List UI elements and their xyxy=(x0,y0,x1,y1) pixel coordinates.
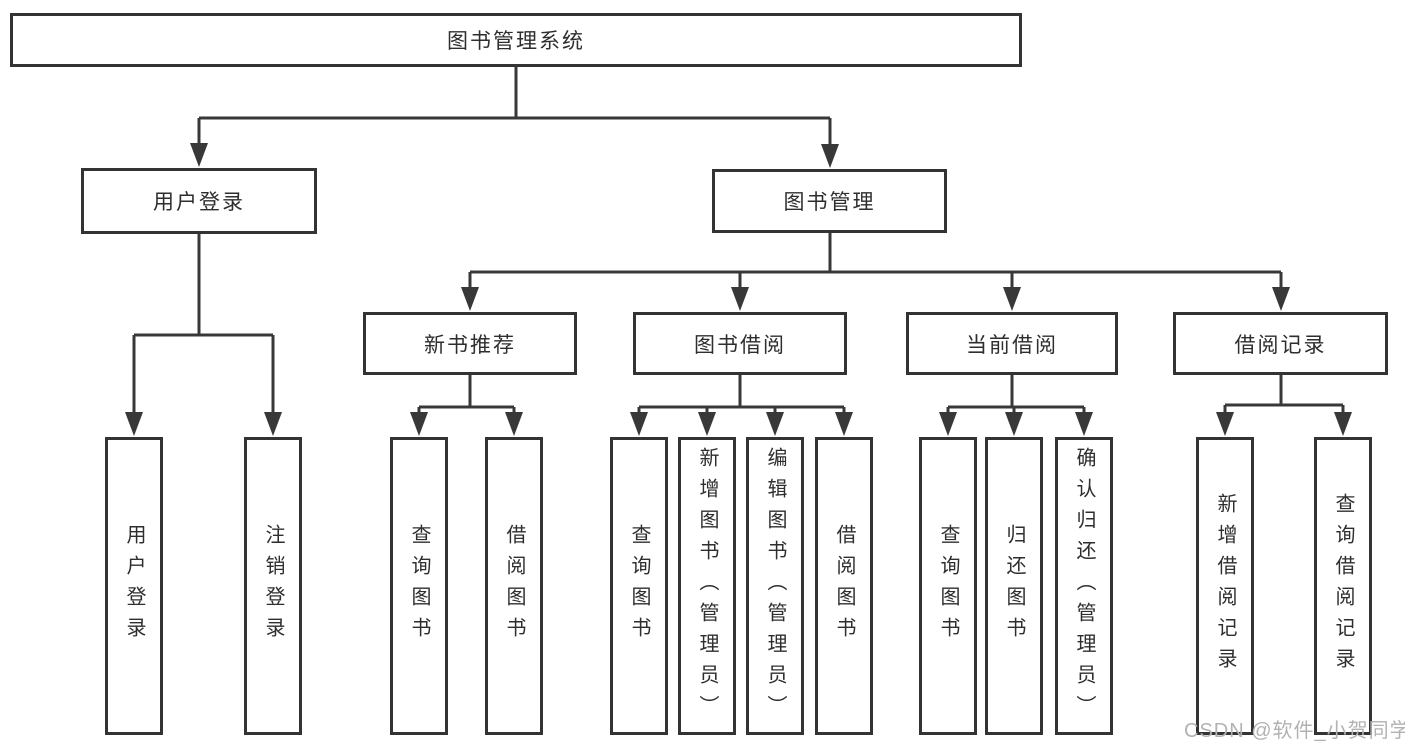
node-logout-leaf: 注销登录 xyxy=(244,437,302,735)
node-add-borrow-record: 新增借阅记录 xyxy=(1196,437,1254,735)
node-current-borrowing: 当前借阅 xyxy=(906,312,1118,375)
node-add-books-admin: 新增图书（管理员） xyxy=(678,437,736,735)
csdn-watermark: CSDN @软件_小贺同学 xyxy=(1184,720,1405,742)
node-edit-books-admin: 编辑图书（管理员） xyxy=(746,437,804,735)
node-recommend-borrow-books: 借阅图书 xyxy=(485,437,543,735)
node-confirm-return-admin: 确认归还（管理员） xyxy=(1055,437,1113,735)
node-return-books: 归还图书 xyxy=(985,437,1043,735)
node-borrowing-records: 借阅记录 xyxy=(1173,312,1388,375)
node-user-login-leaf: 用户登录 xyxy=(105,437,163,735)
node-new-book-recommendation: 新书推荐 xyxy=(363,312,577,375)
node-search-borrow-record: 查询借阅记录 xyxy=(1314,437,1372,735)
node-recommend-search-books: 查询图书 xyxy=(390,437,448,735)
node-borrow-books-leaf: 借阅图书 xyxy=(815,437,873,735)
node-book-borrowing: 图书借阅 xyxy=(633,312,847,375)
node-book-management: 图书管理 xyxy=(712,169,947,233)
node-borrow-search-books: 查询图书 xyxy=(610,437,668,735)
node-library-system: 图书管理系统 xyxy=(10,13,1022,67)
node-user-login: 用户登录 xyxy=(81,168,317,234)
node-current-search-books: 查询图书 xyxy=(919,437,977,735)
connector-lines xyxy=(132,67,1345,413)
arrowhead-icons xyxy=(125,143,1352,436)
